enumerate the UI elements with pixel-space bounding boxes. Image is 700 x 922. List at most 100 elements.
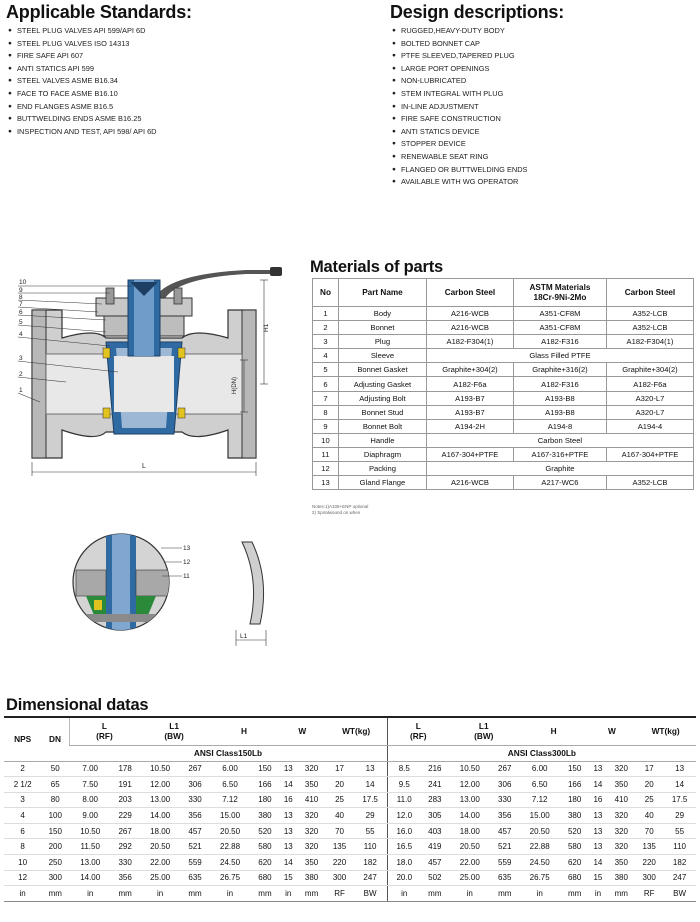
- dimensions-cell: 15.00: [518, 807, 561, 824]
- materials-cell: 12: [312, 461, 339, 477]
- dimensions-cell: 13: [588, 807, 608, 824]
- dimensions-cell: 229: [111, 807, 140, 824]
- standard-item: FACE TO FACE ASME B16.10: [8, 88, 157, 101]
- dimensions-cell: 300: [325, 870, 354, 887]
- dimensions-cell: 22.00: [139, 854, 182, 871]
- standard-item: BUTTWELDING ENDS ASME B16.25: [8, 113, 157, 126]
- dimensions-cell: 267: [490, 761, 519, 778]
- dimensions-cell: 580: [250, 838, 279, 856]
- part-number: 4: [19, 331, 23, 338]
- dimensions-cell: 350: [297, 854, 326, 871]
- dimensions-cell: 200: [41, 838, 70, 856]
- dimensions-cell: 306: [181, 776, 210, 793]
- dimensions-cell: in: [518, 885, 561, 902]
- materials-note: 2) Spiralwound on when: [312, 510, 361, 515]
- materials-cell: 2: [312, 320, 339, 336]
- dimensions-cell: 330: [111, 854, 140, 871]
- dimensions-cell: 150: [560, 761, 589, 778]
- materials-cell: Body: [338, 305, 427, 322]
- dimensions-cell: 20: [635, 776, 664, 793]
- dimensions-cell: 419: [420, 838, 449, 856]
- dimensions-cell: 135: [325, 838, 354, 856]
- materials-header: Carbon Steel: [425, 278, 514, 307]
- dimensions-cell: 18.00: [139, 823, 182, 840]
- dimensions-cell: 247: [663, 870, 696, 887]
- materials-cell: Graphite+304(2): [425, 362, 514, 378]
- dimensions-cell: 15.00: [209, 807, 251, 824]
- dimensions-cell: mm: [607, 885, 636, 902]
- dimensions-cell: in: [278, 885, 298, 902]
- dimensions-cell: 25.00: [448, 870, 491, 887]
- materials-cell: Bonnet Stud: [338, 404, 427, 420]
- standard-item: END FLANGES ASME B16.5: [8, 101, 157, 114]
- dimensions-cell: 14: [588, 776, 608, 793]
- dimensions-cell: 7.12: [209, 792, 251, 809]
- dimensions-cell: 11.50: [69, 838, 112, 856]
- dimensions-cell: 267: [111, 823, 140, 840]
- dimensions-header: H: [209, 716, 279, 746]
- dimensions-cell: 22.88: [209, 838, 251, 856]
- design-item: RUGGED,HEAVY-DUTY BODY: [392, 25, 527, 38]
- materials-cell: Gland Flange: [338, 475, 427, 491]
- dimensions-cell: 502: [420, 870, 449, 887]
- dimensions-cell: 330: [490, 792, 519, 809]
- dimensions-cell: 320: [607, 838, 636, 856]
- dimensions-cell: 166: [560, 776, 589, 793]
- dimensions-cell: 521: [490, 838, 519, 856]
- dimensions-cell: 559: [181, 854, 210, 871]
- materials-cell: A182-F304(1): [425, 334, 514, 350]
- materials-cell: 4: [312, 348, 339, 364]
- dimensions-cell: 110: [663, 838, 696, 856]
- materials-cell: A320-L7: [605, 390, 695, 406]
- design-item: IN-LINE ADJUSTMENT: [392, 101, 527, 114]
- dimensions-cell: 680: [560, 870, 589, 887]
- dimensions-cell: in: [448, 885, 491, 902]
- dimensions-cell: in: [387, 885, 421, 902]
- dimensions-cell: mm: [560, 885, 589, 902]
- dimensions-cell: 320: [607, 761, 636, 778]
- dimensions-cell: 12: [4, 870, 42, 887]
- design-item: BOLTED BONNET CAP: [392, 38, 527, 51]
- materials-cell: Adjusting Gasket: [338, 376, 427, 392]
- materials-cell: Graphite+316(2): [512, 362, 607, 378]
- materials-cell: A193-B8: [512, 390, 607, 406]
- dimensions-cell: 22.00: [448, 854, 491, 871]
- dimensions-cell: 520: [560, 823, 589, 840]
- design-item: AVAILABLE WITH WG OPERATOR: [392, 176, 527, 189]
- dimensions-header: NPS: [4, 716, 42, 762]
- dimensions-cell: 292: [111, 838, 140, 856]
- class300-label: ANSI Class300Lb: [387, 745, 696, 762]
- part-number: 9: [19, 287, 23, 294]
- dimensions-cell: 283: [420, 792, 449, 809]
- dimensions-cell: in: [139, 885, 182, 902]
- dimensions-cell: 70: [325, 823, 354, 840]
- materials-cell: A182-F6a: [425, 376, 514, 392]
- dimensions-cell: 2 1/2: [4, 776, 42, 793]
- class150-label: ANSI Class150Lb: [69, 745, 388, 762]
- detail-number: 13: [183, 545, 191, 552]
- standards-title: Applicable Standards:: [6, 2, 192, 22]
- design-list: RUGGED,HEAVY-DUTY BODYBOLTED BONNET CAPP…: [392, 25, 527, 189]
- dimensions-cell: 13: [278, 761, 298, 778]
- dimensions-cell: 14: [663, 776, 696, 793]
- dimensions-cell: 13.00: [448, 792, 491, 809]
- dimensions-cell: 17: [635, 761, 664, 778]
- dimensions-cell: 40: [635, 807, 664, 824]
- dimensions-cell: 247: [353, 870, 388, 887]
- dimensions-cell: 6.00: [518, 761, 561, 778]
- dimensions-cell: RF: [325, 885, 354, 902]
- materials-cell: A182-F6a: [605, 376, 695, 392]
- dimensions-cell: 6.50: [518, 776, 561, 793]
- materials-cell: A351-CF8M: [512, 320, 607, 336]
- part-number: 1: [19, 387, 23, 394]
- dimensions-cell: 300: [41, 870, 70, 887]
- dimensions-cell: 350: [607, 854, 636, 871]
